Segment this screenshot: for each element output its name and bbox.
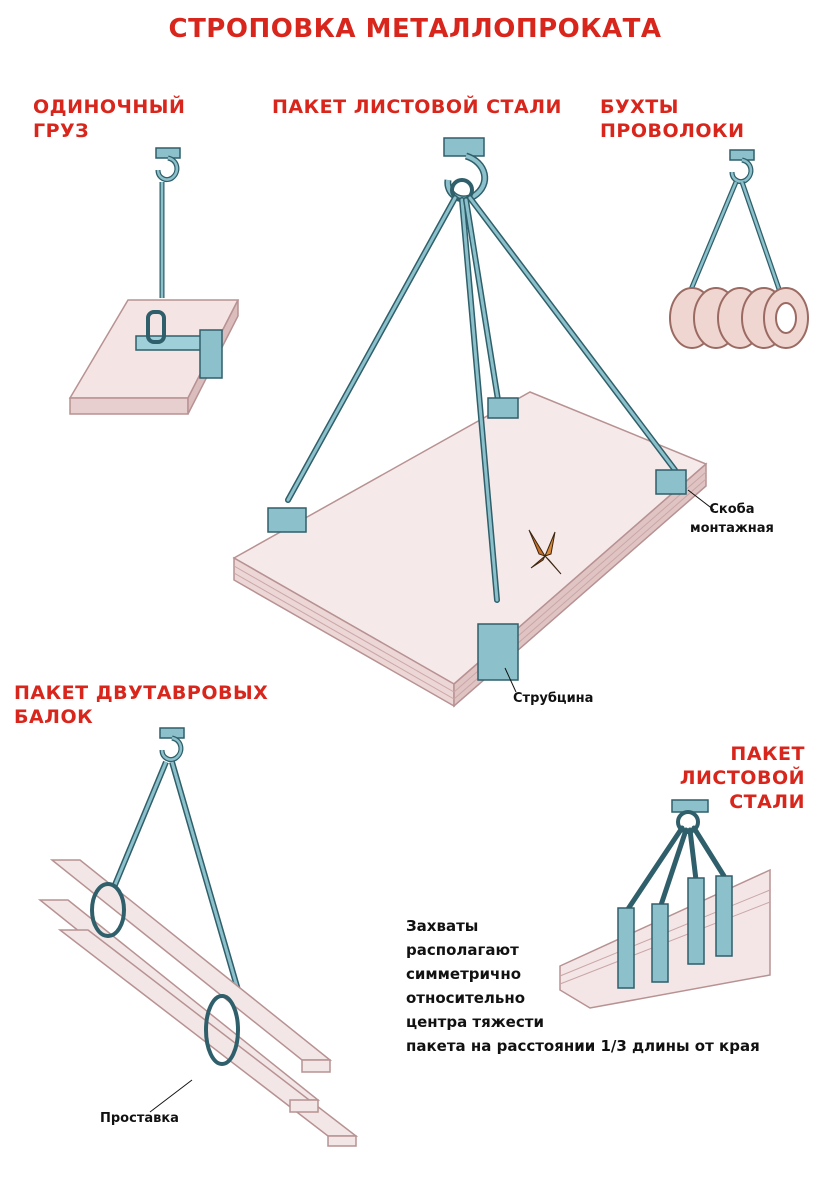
heading-ibeam-pack: ПАКЕТ ДВУТАВРОВЫХ БАЛОК <box>14 681 268 729</box>
note-line: относительно <box>406 989 526 1007</box>
heading-single-load: ОДИНОЧНЫЙ ГРУЗ <box>33 95 185 143</box>
label-spacer: Проставка <box>100 1111 179 1126</box>
note-line: располагают <box>406 941 519 959</box>
note-line: Захваты <box>406 917 479 935</box>
note-line: центра тяжести <box>406 1013 544 1031</box>
note-line: пакета на расстоянии 1/3 длины от края <box>406 1037 760 1055</box>
sheet-pack-top-illustration <box>232 137 715 708</box>
note-text: Захваты располагают симметрично относите… <box>406 914 760 1058</box>
heading-line: ОДИНОЧНЫЙ <box>33 96 186 118</box>
note-line: симметрично <box>406 965 522 983</box>
single-load-illustration <box>68 148 240 415</box>
heading-sheet-pack-top: ПАКЕТ ЛИСТОВОЙ СТАЛИ <box>272 96 562 118</box>
heading-line: ГРУЗ <box>33 120 90 142</box>
label-bracket: Скоба монтажная <box>690 500 774 538</box>
heading-line: ПАКЕТ ДВУТАВРОВЫХ <box>14 682 269 704</box>
heading-line: СТАЛИ <box>729 791 805 813</box>
heading-line: БАЛОК <box>14 706 94 728</box>
label-line: Скоба <box>709 502 755 517</box>
heading-wire-coils: БУХТЫ ПРОВОЛОКИ <box>600 96 745 142</box>
wire-coils-illustration <box>669 150 809 349</box>
heading-line: ПАКЕТ ЛИСТОВОЙ <box>679 743 805 789</box>
sheet-pack-bottom-illustration <box>559 799 771 1009</box>
page-title: СТРОПОВКА МЕТАЛЛОПРОКАТА <box>168 14 662 44</box>
label-line: монтажная <box>690 521 774 536</box>
ibeam-pack-illustration <box>37 728 359 1147</box>
heading-sheet-pack-bottom: ПАКЕТ ЛИСТОВОЙ СТАЛИ <box>600 742 805 814</box>
label-clamp: Струбцина <box>513 691 594 706</box>
